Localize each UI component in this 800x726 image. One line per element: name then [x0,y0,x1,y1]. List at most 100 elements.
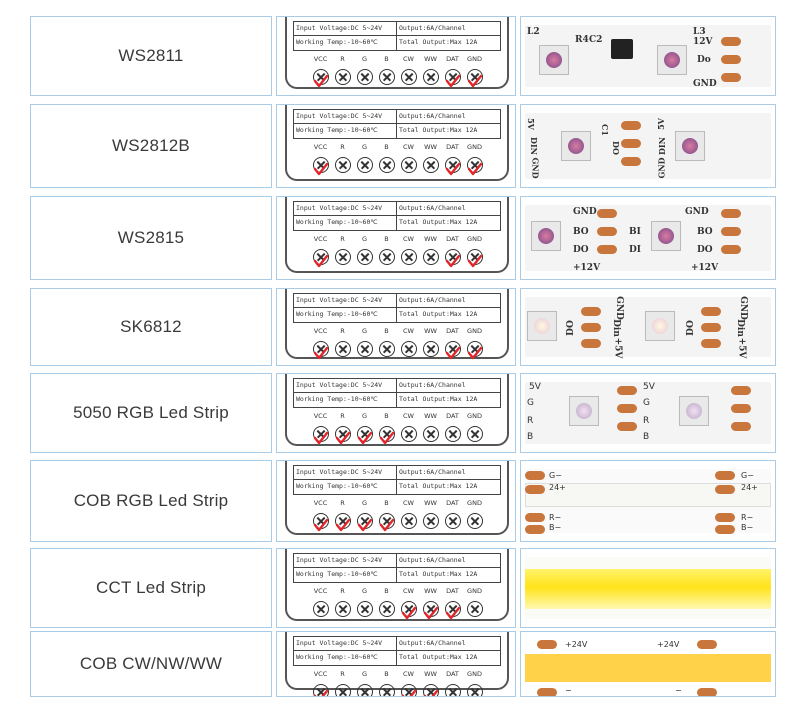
terminal-label: B [384,670,389,678]
terminal-ww: WW [421,499,440,529]
terminal-label: G [361,327,368,335]
label-12v: 12V [693,37,713,47]
label-din-2: DIN [657,137,667,155]
screw-terminal-icon [422,157,439,173]
terminal-b: B [377,499,396,532]
terminal-label: G [361,55,368,63]
terminal-label: B [384,143,389,151]
terminal-g: G [355,670,374,696]
label-minus-2: − [675,686,682,695]
strip-image-cell [520,548,776,628]
terminal-cw: CW [399,412,418,442]
screw-terminal-icon [312,601,329,617]
terminal-ww: WW [421,235,440,265]
cobrgb-strip-image: G−24+R−B−G−24+R−B− [525,469,771,534]
label-24v-2: +24V [657,640,680,649]
terminal-label: R [340,55,345,63]
spec-total-output: Total Output:Max 12A [399,482,478,490]
terminal-g: G [355,499,374,532]
solder-pad [621,121,641,130]
terminal-label: B [384,55,389,63]
terminal-label: WW [424,55,437,63]
screw-terminal-icon [466,684,483,696]
terminal-label: DAT [446,327,459,335]
spec-input-voltage: Input Voltage:DC 5~24V [294,379,397,393]
terminal-label: CW [403,327,414,335]
terminal-b: B [377,327,396,357]
terminal-label: VCC [313,55,328,63]
solder-pad [721,245,741,254]
solder-pad [721,209,741,218]
spec-working-temp: Working Temp:-10~60℃ [294,124,397,138]
label-g-minus: G− [549,471,562,480]
screw-terminal-icon [400,513,417,529]
solder-pad [721,37,741,46]
red-checkmark-icon [335,517,351,533]
screw-terminal-icon [334,69,351,85]
red-checkmark-icon [379,517,395,533]
spec-working-temp: Working Temp:-10~60℃ [294,393,397,407]
label-5v-2: +5V [736,337,747,359]
red-checkmark-icon [445,345,461,361]
terminal-ww: WW [421,670,440,696]
solder-pad [597,227,617,236]
label-bi: BI [629,227,641,237]
label-g-minus-2: G− [741,471,754,480]
terminal-r: R [333,412,352,445]
terminal-label: GND [467,235,482,243]
label-bo-2: BO [697,227,713,237]
led-chip-icon [679,396,709,426]
label-24v: +24V [565,640,588,649]
terminal-r: R [333,235,352,265]
led-chip-icon [561,131,591,161]
solder-pad [581,307,601,316]
terminal-vcc: VCC [311,327,330,360]
terminal-label: B [384,587,389,595]
screw-terminal-icon [400,69,417,85]
spec-output: Output:6A/Channel [397,379,500,393]
terminal-g: G [355,327,374,357]
strip-type-name: WS2811 [118,46,184,65]
spec-input-voltage: Input Voltage:DC 5~24V [294,110,397,124]
terminal-ww: WW [421,412,440,442]
solder-pad [701,339,721,348]
label-do: DO [565,320,576,336]
label-24-plus-2: 24+ [741,483,758,492]
terminal-vcc: VCC [311,55,330,88]
terminal-r: R [333,143,352,173]
strip-type-name: 5050 RGB Led Strip [73,403,229,422]
terminal-r: R [333,670,352,696]
red-checkmark-icon [401,605,417,621]
screw-terminal-icon [422,341,439,357]
solder-pad [621,157,641,166]
label-do: Do [697,55,711,65]
strip-image-cell: G−24+R−B−G−24+R−B− [520,460,776,542]
cct-strip-image [525,557,771,619]
terminal-cw: CW [399,327,418,357]
red-checkmark-icon [423,605,439,621]
cct-emitter-band [525,569,771,609]
terminal-g: G [355,143,374,173]
solder-pad [617,404,637,413]
terminal-b: B [377,143,396,173]
solder-pad [701,323,721,332]
solder-pad [597,209,617,218]
solder-pad [581,339,601,348]
spec-input-voltage: Input Voltage:DC 5~24V [294,466,397,480]
